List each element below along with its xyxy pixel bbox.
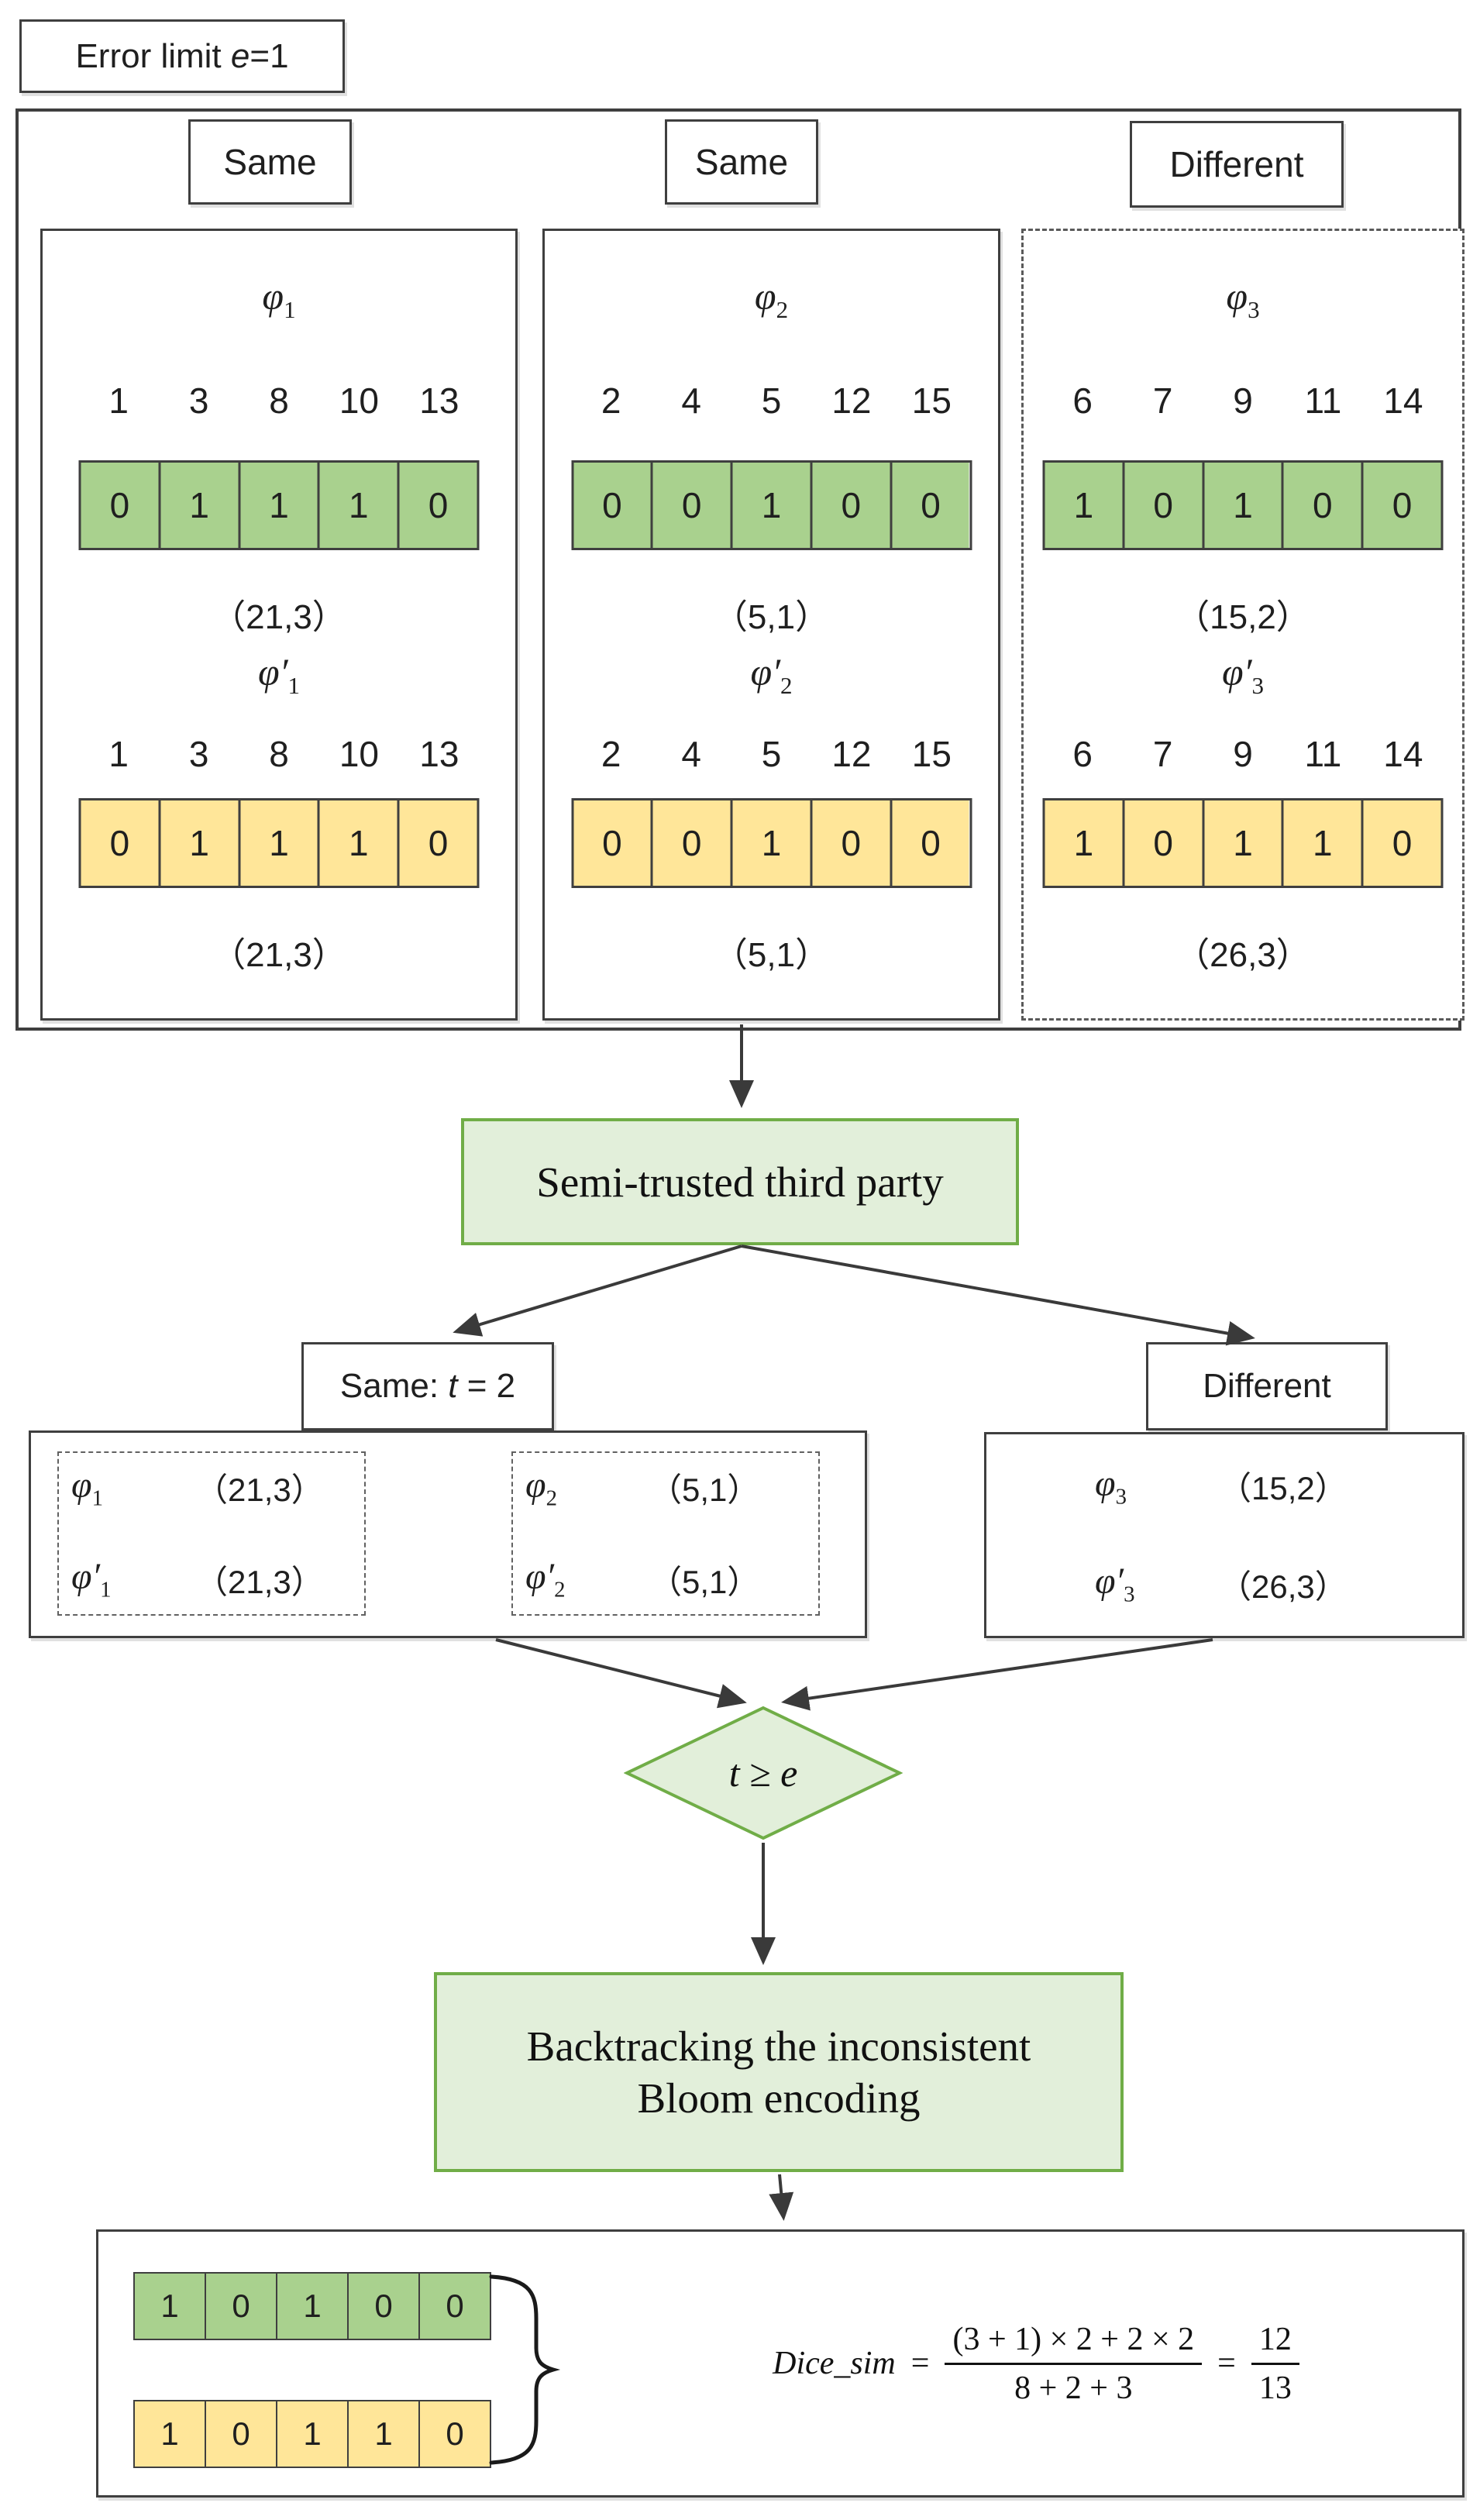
different-result-title: Different — [1146, 1342, 1388, 1430]
bloom-encoding-row: 0 1 1 1 0 — [78, 460, 480, 550]
semi-trusted-third-party-box: Semi-trusted third party — [461, 1118, 1019, 1245]
bloom-encoding-row-prime: 1 0 1 1 0 — [1042, 798, 1444, 888]
encoding-column-3: φ3 6 7 9 11 14 1 0 1 0 0 （15,2） φ′3 6 7 … — [1021, 229, 1465, 1021]
matched-pair-2: φ2 （5,1） φ′2 （5,1） — [511, 1451, 820, 1616]
encoding-column-1: φ1 1 3 8 10 13 0 1 1 1 0 （21,3） φ′1 1 3 … — [40, 229, 518, 1021]
record-symbol-prime: φ′2 — [750, 650, 793, 699]
record-symbol-prime: φ′3 — [1221, 650, 1265, 699]
arrow-stp-to-same — [453, 1245, 742, 1337]
encoding-value: （5,1） — [713, 598, 830, 636]
pair-row: φ′2 （5,1） — [513, 1555, 818, 1603]
bit-index-row: 6 7 9 11 14 — [1072, 380, 1423, 421]
same-result-title: Same: t = 2 — [301, 1342, 554, 1430]
encoding-value: （21,3） — [195, 1472, 324, 1509]
pair-row: φ′3 （26,3） — [986, 1560, 1462, 1608]
matched-pair-1: φ1 （21,3） φ′1 （21,3） — [57, 1451, 366, 1616]
bit-index-row: 1 3 8 10 13 — [108, 734, 459, 774]
record-symbol: φ3 — [1095, 1463, 1127, 1510]
status-label-same-1: Same — [188, 119, 352, 205]
encoding-value-prime: （5,1） — [713, 936, 830, 974]
result-box: 1 0 1 0 0 1 0 1 1 0 Dice_sim = (3 + 1) ×… — [96, 2229, 1465, 2498]
pair-row: φ′1 （21,3） — [59, 1555, 364, 1603]
inconsistent-encoding-row: 1 0 1 1 0 — [133, 2400, 491, 2468]
status-label-different: Different — [1130, 121, 1344, 208]
record-symbol-prime: φ′1 — [71, 1556, 112, 1603]
bit-index-row: 6 7 9 11 14 — [1072, 734, 1423, 774]
bloom-encoding-row: 0 0 1 0 0 — [571, 460, 972, 550]
encoding-value: （21,3） — [195, 1563, 324, 1600]
formula-lhs: Dice_sim — [773, 2346, 896, 2381]
bit-index-row: 1 3 8 10 13 — [108, 380, 459, 421]
encoding-value: （15,2） — [1175, 598, 1310, 636]
encoding-value: （26,3） — [1219, 1568, 1347, 1605]
formula-fraction: (3 + 1) × 2 + 2 × 2 8 + 2 + 3 — [945, 2321, 1203, 2407]
encoding-value: （15,2） — [1219, 1470, 1347, 1507]
pair-row: φ3 （15,2） — [986, 1462, 1462, 1510]
result-fraction: 12 13 — [1251, 2321, 1299, 2407]
record-symbol: φ1 — [262, 274, 296, 323]
encoding-value: （5,1） — [649, 1472, 760, 1509]
error-limit-text: Error limit e=1 — [75, 36, 289, 75]
arrow-different-to-decision — [781, 1638, 1213, 1711]
diamond-shape — [624, 1706, 903, 1840]
backtracking-line-1: Backtracking the inconsistent — [526, 2022, 1031, 2070]
bit-index-row: 2 4 5 12 15 — [601, 734, 952, 774]
encoding-value-prime: （26,3） — [1175, 936, 1310, 974]
bit-index-row: 2 4 5 12 15 — [601, 380, 952, 421]
arrow-stp-to-different — [741, 1245, 1255, 1346]
bloom-encoding-row: 1 0 1 0 0 — [1042, 460, 1444, 550]
bloom-encoding-row-prime: 0 1 1 1 0 — [78, 798, 480, 888]
record-symbol: φ2 — [754, 274, 789, 323]
decision-condition: t ≥ e — [728, 1751, 798, 1795]
different-pair-box: φ3 （15,2） φ′3 （26,3） — [984, 1432, 1465, 1638]
encoding-column-2: φ2 2 4 5 12 15 0 0 1 0 0 （5,1） φ′2 2 4 5… — [542, 229, 1000, 1021]
encoding-value: （5,1） — [649, 1563, 760, 1600]
consistent-encoding-row: 1 0 1 0 0 — [133, 2272, 491, 2340]
record-symbol: φ1 — [71, 1465, 103, 1511]
bloom-encoding-row-prime: 0 0 1 0 0 — [571, 798, 972, 888]
record-symbol: φ3 — [1226, 274, 1260, 323]
same-pairs-box: φ1 （21,3） φ′1 （21,3） φ2 （5,1） φ′2 （5,1） — [29, 1430, 867, 1638]
pair-row: φ2 （5,1） — [513, 1464, 818, 1512]
equals-sign: = — [1217, 2346, 1236, 2381]
backtracking-line-2: Bloom encoding — [637, 2074, 921, 2122]
record-symbol: φ2 — [525, 1465, 557, 1511]
dice-similarity-formula: Dice_sim = (3 + 1) × 2 + 2 × 2 8 + 2 + 3… — [641, 2232, 1431, 2495]
record-symbol-prime: φ′3 — [1095, 1561, 1135, 1607]
error-threshold-decision: t ≥ e — [624, 1705, 903, 1841]
backtracking-box: Backtracking the inconsistent Bloom enco… — [434, 1972, 1124, 2172]
pair-rows: φ3 （15,2） φ′3 （26,3） — [986, 1434, 1462, 1636]
encoding-value: （21,3） — [212, 598, 346, 636]
record-symbol-prime: φ′2 — [525, 1556, 566, 1603]
error-limit-box: Error limit e=1 — [19, 19, 345, 93]
status-label-same-2: Same — [665, 119, 818, 205]
pair-row: φ1 （21,3） — [59, 1464, 364, 1512]
arrow-backtracking-to-result — [769, 2174, 794, 2221]
record-symbol-prime: φ′1 — [257, 650, 301, 699]
equals-sign: = — [910, 2346, 930, 2381]
arrow-same-to-decision — [495, 1638, 747, 1709]
encoding-value-prime: （21,3） — [212, 936, 346, 974]
